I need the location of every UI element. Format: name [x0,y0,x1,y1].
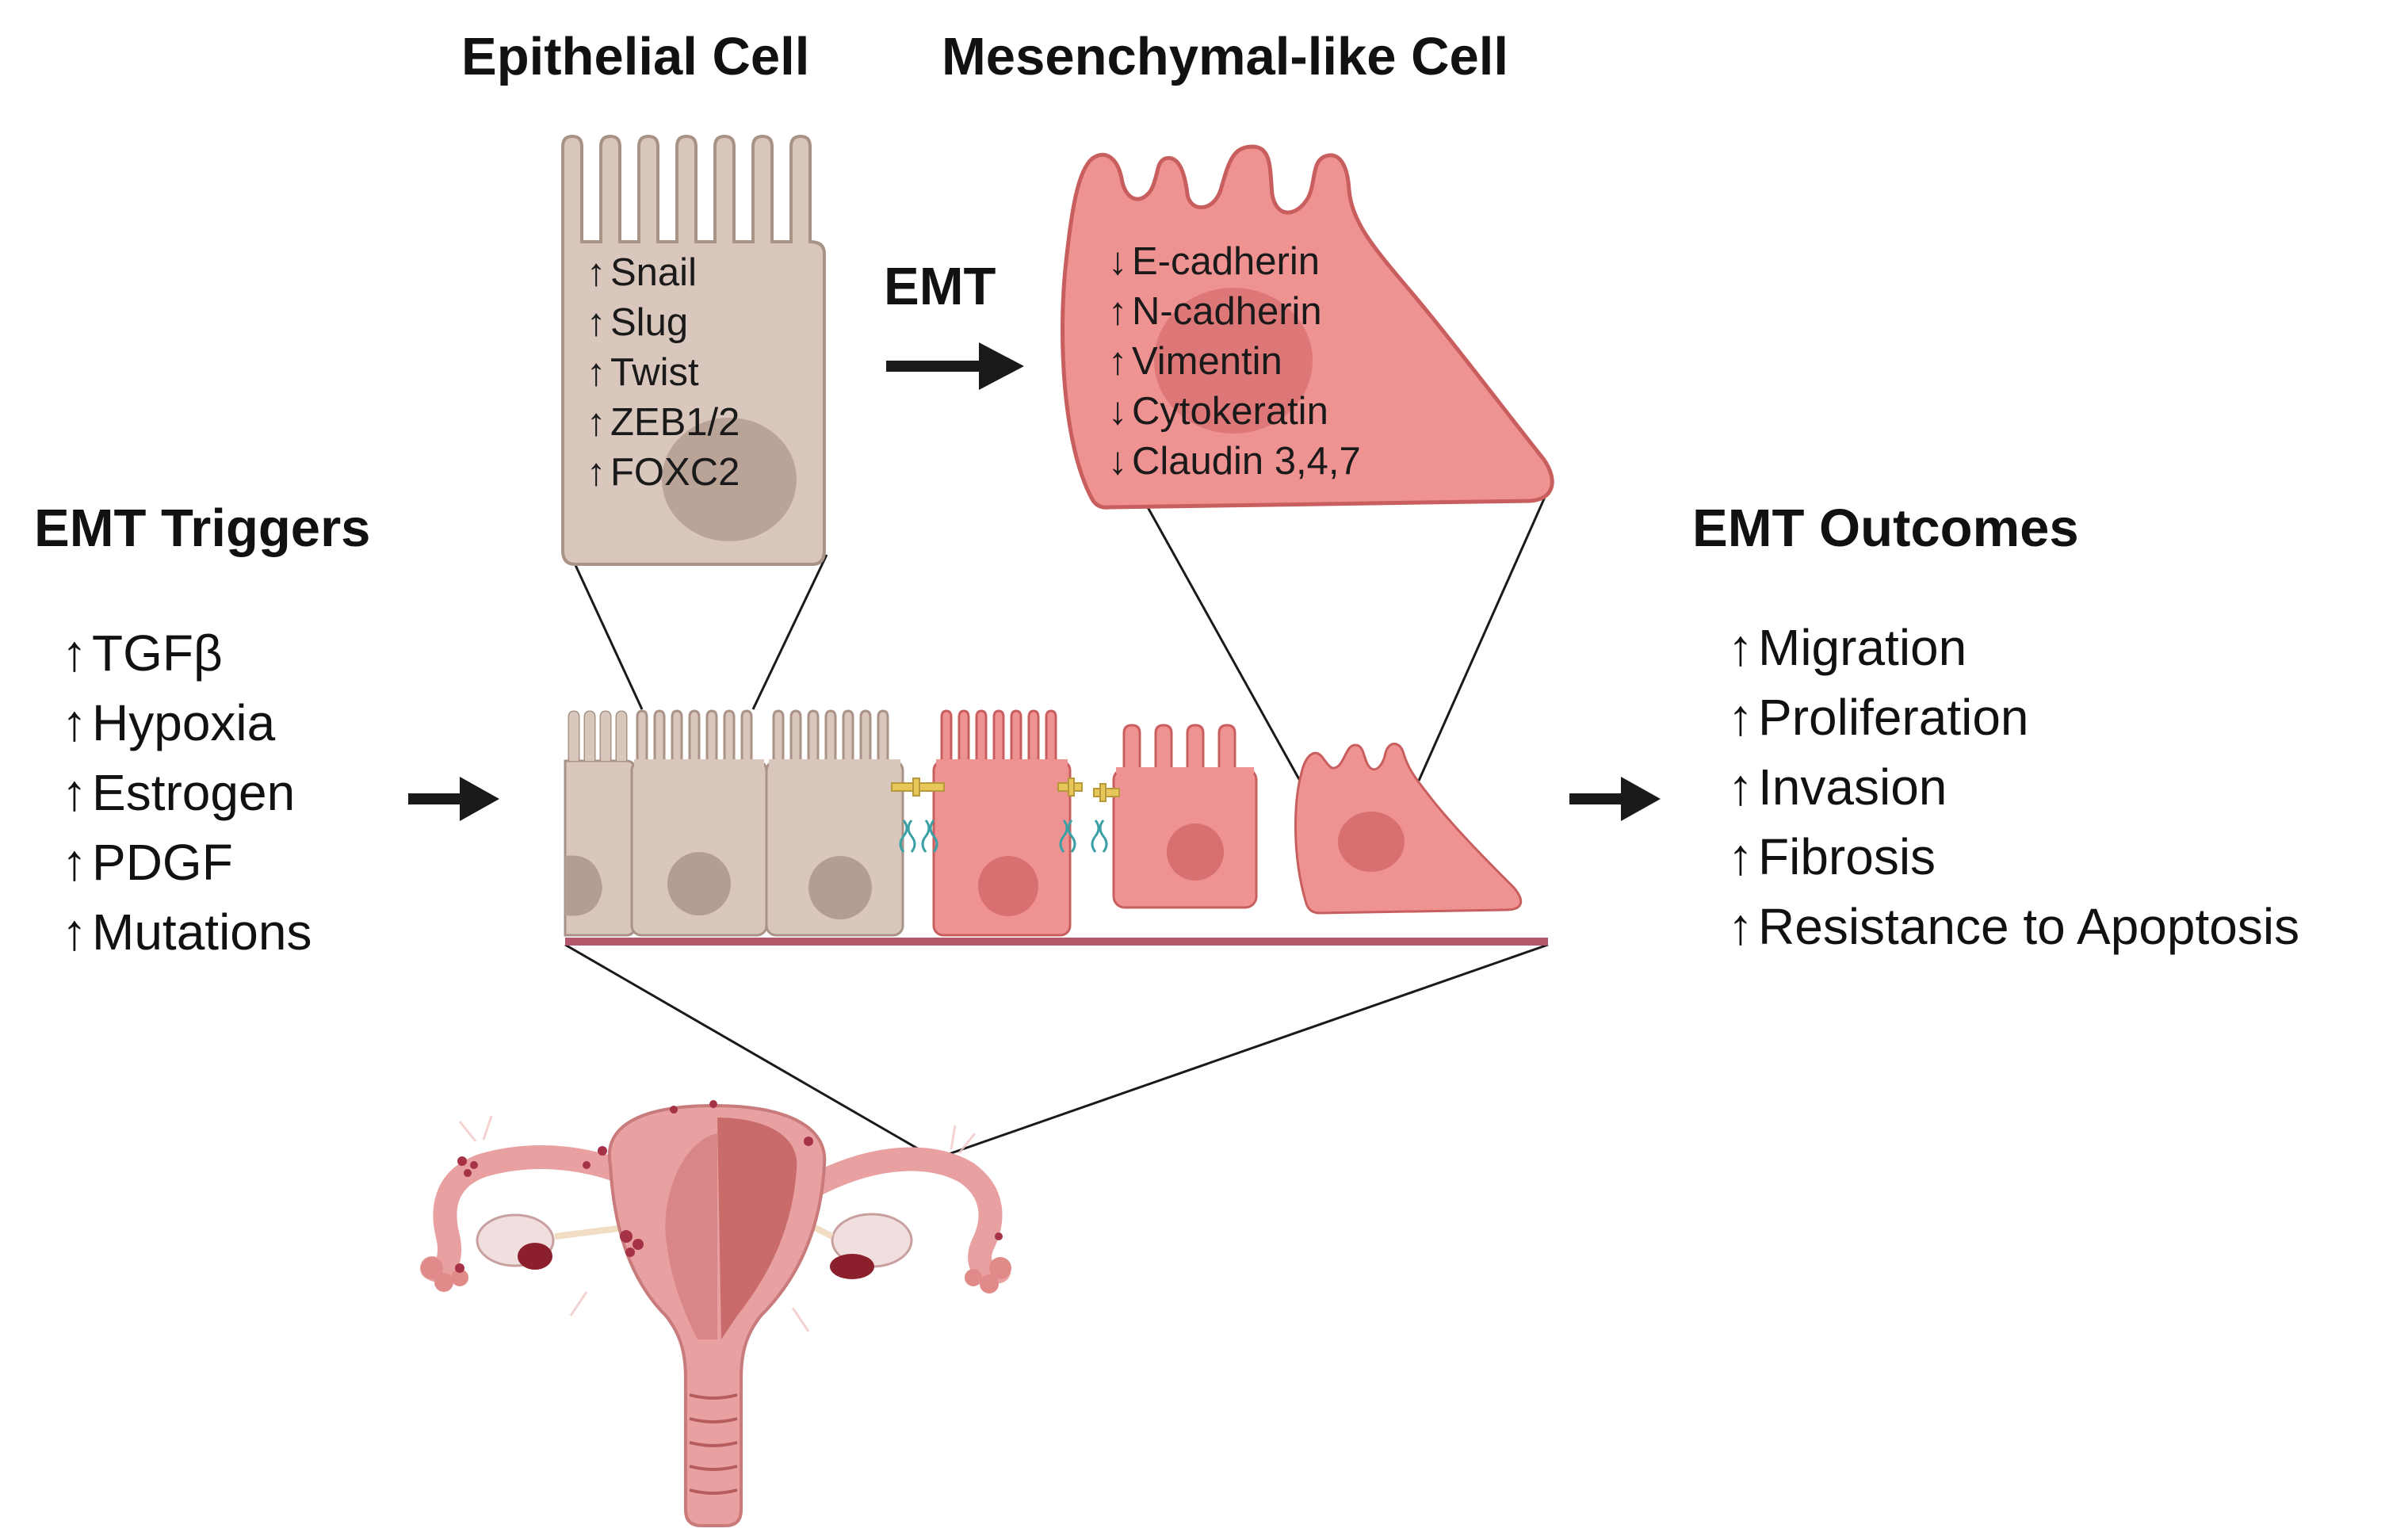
epithelial-cell-large [561,134,826,566]
mesenchymal-cell-heading: Mesenchymal-like Cell [942,27,1508,86]
up-arrow-icon: ↑ [1108,290,1128,333]
up-arrow-icon: ↑ [587,301,606,344]
tissue-epithelial-cell-1 [564,710,636,937]
uterus-illustration-icon [420,1100,1011,1527]
up-arrow-icon: ↑ [1108,340,1128,383]
epithelial-marker: ↑ZEB1/2 [587,401,740,444]
tissue-epithelial-cell-3 [765,709,904,937]
outcome-item: ↑Migration [1728,619,1967,676]
up-arrow-icon: ↑ [1728,619,1753,676]
up-arrow-icon: ↑ [62,764,87,821]
mesenchymal-marker: ↑N-cadherin [1108,290,1322,333]
up-arrow-icon: ↑ [1728,758,1753,816]
epithelial-marker: ↑Twist [587,351,699,394]
epithelial-marker: ↑Slug [587,301,689,344]
triggers-arrow-icon [408,777,499,821]
trigger-item: ↑Hypoxia [62,694,276,751]
up-arrow-icon: ↑ [62,694,87,751]
basement-membrane [565,938,1548,946]
up-arrow-icon: ↑ [62,625,87,682]
down-arrow-icon: ↓ [1108,440,1128,483]
epithelial-marker: ↑Snail [587,251,697,294]
epithelial-cell-heading: Epithelial Cell [461,27,810,86]
trigger-item: ↑PDGF [62,834,233,891]
outcomes-arrow-icon [1569,777,1661,821]
outcome-item: ↑Proliferation [1728,689,2029,746]
up-arrow-icon: ↑ [1728,828,1753,885]
outcome-item: ↑Fibrosis [1728,828,1936,885]
emt-triggers-heading: EMT Triggers [34,499,371,558]
up-arrow-icon: ↑ [62,834,87,891]
tissue-epithelial-cell-2 [630,709,768,937]
down-arrow-icon: ↓ [1108,390,1128,433]
emt-outcomes-heading: EMT Outcomes [1692,499,2079,558]
trigger-item: ↑TGFβ [62,625,223,682]
trigger-item: ↑Mutations [62,904,312,961]
tissue-transitioning-cell-1 [932,709,1072,937]
tissue-row [564,709,1548,946]
up-arrow-icon: ↑ [62,904,87,961]
tissue-mesenchymal-cell [1294,743,1523,915]
cell-junctions [891,778,1120,853]
emt-arrow-icon [886,342,1024,390]
outcome-item: ↑Invasion [1728,758,1947,816]
mesenchymal-marker: ↓Claudin 3,4,7 [1108,440,1361,483]
up-arrow-icon: ↑ [587,251,606,294]
tissue-transitioning-cell-2 [1112,724,1258,909]
up-arrow-icon: ↑ [587,401,606,444]
epithelial-marker: ↑FOXC2 [587,451,740,494]
up-arrow-icon: ↑ [587,451,606,494]
mesenchymal-marker: ↑Vimentin [1108,340,1282,383]
epithelial-nucleus [662,418,797,541]
mesenchymal-cell-large [1061,144,1554,510]
up-arrow-icon: ↑ [1728,689,1753,746]
trigger-item: ↑Estrogen [62,764,296,821]
mesenchymal-marker: ↓Cytokeratin [1108,390,1328,433]
up-arrow-icon: ↑ [1728,898,1753,955]
zoom-lines [564,495,1549,1160]
up-arrow-icon: ↑ [587,351,606,394]
mesenchymal-marker: ↓E-cadherin [1108,240,1320,283]
outcome-item: ↑Resistance to Apoptosis [1728,898,2300,955]
emt-label: EMT [884,257,996,316]
down-arrow-icon: ↓ [1108,240,1128,283]
mesenchymal-nucleus [1154,288,1313,434]
